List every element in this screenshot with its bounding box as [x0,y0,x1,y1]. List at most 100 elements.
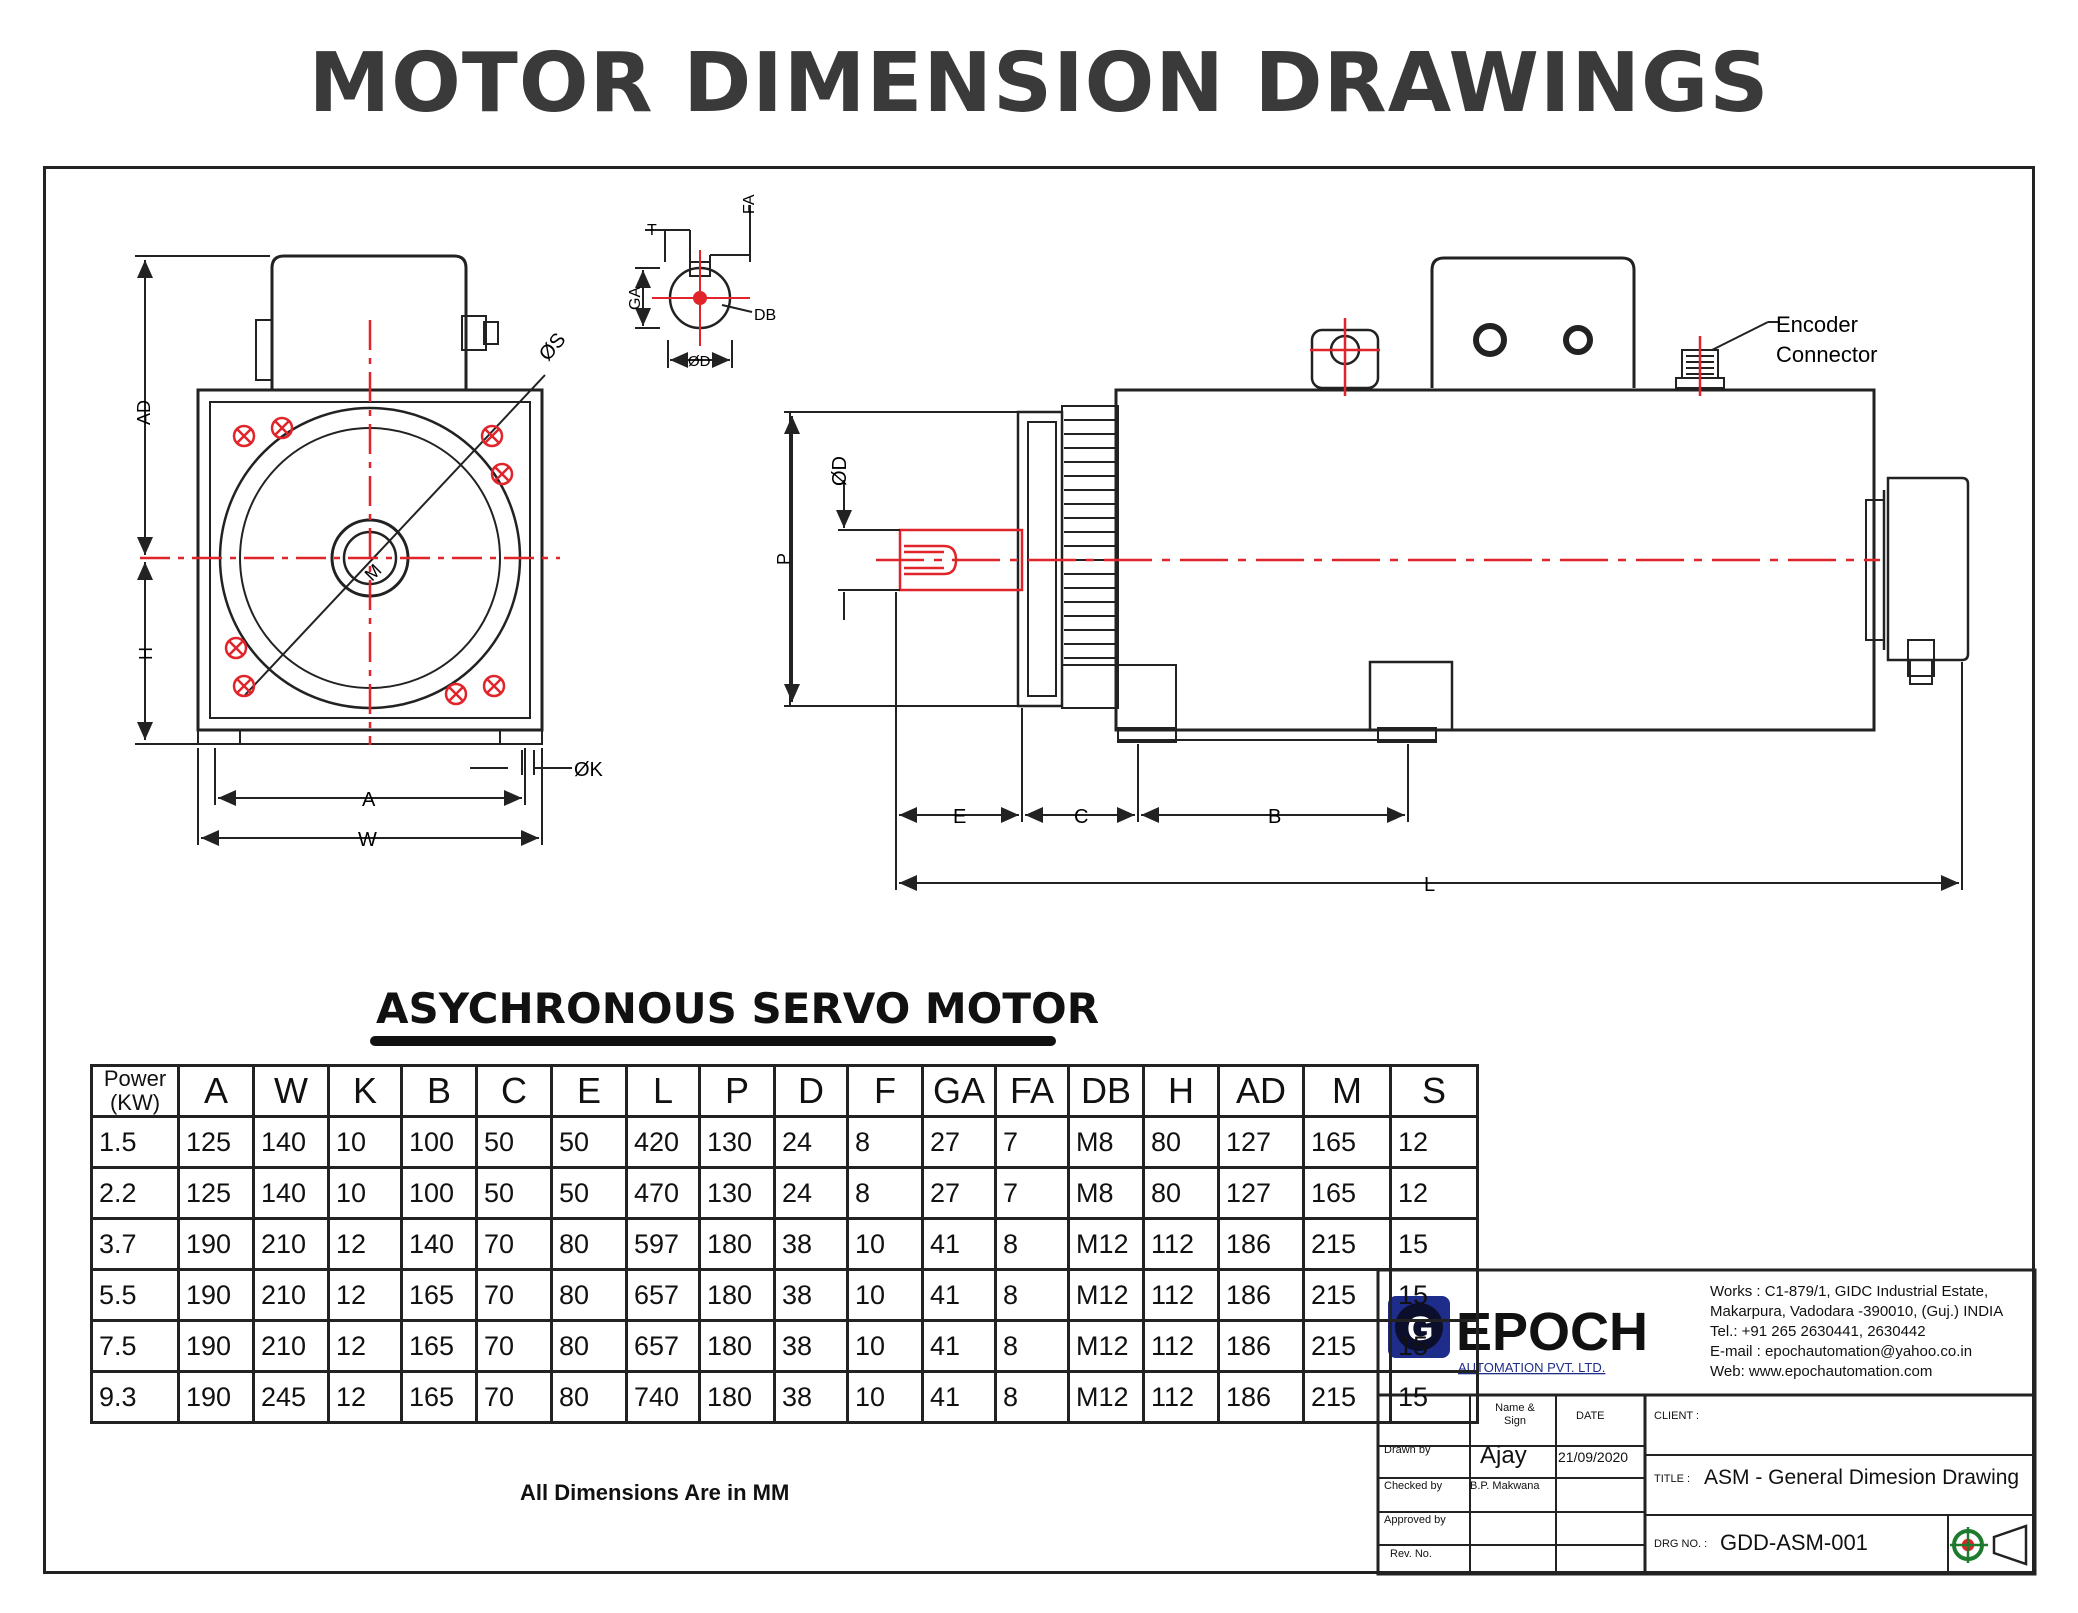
header-a: A [177,1064,255,1118]
table-cell: 80 [1142,1166,1220,1220]
table-cell: 41 [921,1268,997,1322]
table-cell: 9.3 [90,1370,180,1424]
checked-by-label: Checked by [1384,1480,1443,1492]
table-cell: 420 [625,1115,701,1169]
table-cell: 50 [550,1166,628,1220]
table-cell: 8 [994,1217,1070,1271]
table-cell: 8 [994,1268,1070,1322]
front-view [196,254,546,745]
drawn-by-value: Ajay [1480,1442,1527,1469]
table-cell: 50 [550,1115,628,1169]
label-p: P [774,553,794,565]
table-cell: 165 [400,1319,478,1373]
shaft-end-detail [635,205,753,368]
table-cell: 50 [475,1115,553,1169]
table-cell: 10 [846,1217,924,1271]
cooling-fins [1064,419,1116,659]
table-cell: 12 [1389,1166,1479,1220]
table-cell: 140 [252,1166,330,1220]
table-cell: 10 [846,1268,924,1322]
table-cell: 12 [1389,1115,1479,1169]
table-cell: 215 [1302,1268,1392,1322]
drawing-sheet-border [43,166,2035,1574]
table-cell: 186 [1217,1370,1305,1424]
table-cell: 180 [698,1217,776,1271]
projection-symbol-icon [1950,1524,2028,1566]
name-sign-header: Name & Sign [1480,1402,1550,1428]
label-t: T [647,222,657,239]
table-cell: 70 [475,1370,553,1424]
table-cell: 2.2 [90,1166,180,1220]
table-cell: 7 [994,1115,1070,1169]
table-cell: 140 [400,1217,478,1271]
table-cell: 10 [846,1370,924,1424]
header-m: M [1302,1064,1392,1118]
header-db: DB [1067,1064,1145,1118]
table-cell: 41 [921,1319,997,1373]
header-d: D [773,1064,849,1118]
label-db: DB [754,307,776,324]
table-cell: 165 [400,1370,478,1424]
table-cell: 27 [921,1115,997,1169]
table-cell: 50 [475,1166,553,1220]
header-p: P [698,1064,776,1118]
table-cell: 15 [1389,1319,1479,1373]
header-k: K [327,1064,403,1118]
label-l: L [1424,874,1435,896]
table-cell: 210 [252,1217,330,1271]
table-cell: 180 [698,1319,776,1373]
table-cell: 80 [550,1370,628,1424]
table-cell: 130 [698,1166,776,1220]
table-cell: 215 [1302,1217,1392,1271]
header-power-line1: Power [103,1066,167,1091]
name-sign-line2: Sign [1503,1415,1527,1427]
table-cell: 80 [550,1217,628,1271]
label-e: E [953,806,966,828]
table-cell: 27 [921,1166,997,1220]
header-h: H [1142,1064,1220,1118]
address-line: Web: www.epochautomation.com [1710,1363,1933,1380]
table-cell: 190 [177,1217,255,1271]
dimensions-note: All Dimensions Are in MM [520,1480,790,1505]
table-cell: 165 [400,1268,478,1322]
table-cell: 80 [550,1319,628,1373]
table-cell: 15 [1389,1268,1479,1322]
header-power: Power (KW) [90,1064,180,1118]
table-cell: 597 [625,1217,701,1271]
label-ok: ØK [574,759,604,781]
approved-by-label: Approved by [1384,1514,1446,1526]
company-subtitle: AUTOMATION PVT. LTD. [1458,1360,1605,1375]
table-cell: 38 [773,1319,849,1373]
address-line: Works : C1-879/1, GIDC Industrial Estate… [1710,1283,1989,1300]
table-cell: 38 [773,1370,849,1424]
page-title: MOTOR DIMENSION DRAWINGS [308,36,1770,131]
header-f: F [846,1064,924,1118]
table-cell: 8 [846,1115,924,1169]
name-sign-line1: Name & [1495,1402,1535,1414]
label-c: C [1074,806,1088,828]
table-cell: 24 [773,1115,849,1169]
table-cell: 15 [1389,1217,1479,1271]
header-ad: AD [1217,1064,1305,1118]
table-cell: M12 [1067,1217,1145,1271]
table-cell: 112 [1142,1217,1220,1271]
label-w: W [358,829,377,851]
table-cell: 100 [400,1166,478,1220]
table-cell: 186 [1217,1319,1305,1373]
header-ga: GA [921,1064,997,1118]
table-cell: M12 [1067,1319,1145,1373]
label-encoder-line1: Encoder [1776,312,1858,337]
table-cell: 165 [1302,1166,1392,1220]
table-cell: M8 [1067,1166,1145,1220]
address-line: Makarpura, Vadodara -390010, (Guj.) INDI… [1710,1303,2004,1320]
table-title: ASYCHRONOUS SERVO MOTOR [376,984,1100,1033]
company-name: EPOCH [1456,1302,1648,1362]
label-encoder-line2: Connector [1776,342,1878,367]
drg-no-value: GDD-ASM-001 [1720,1530,1868,1555]
title-block: Works : C1-879/1, GIDC Industrial Estate… [1376,1268,2035,1574]
